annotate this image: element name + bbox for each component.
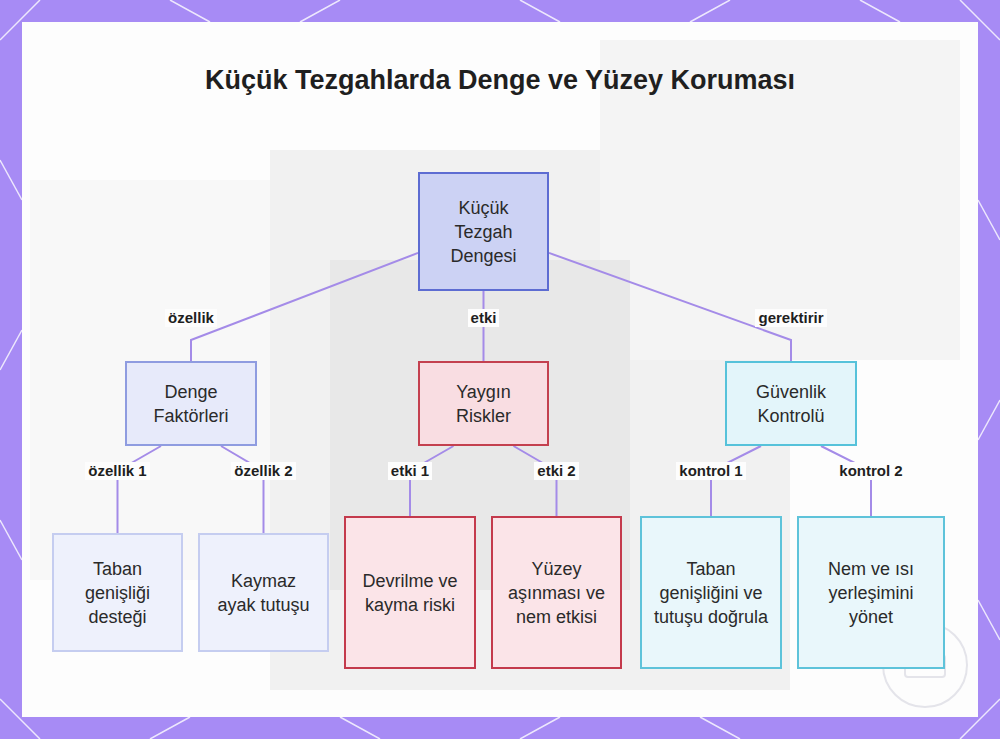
- concept-box: Güvenlik Kontrolü: [725, 361, 857, 446]
- concept-box: Nem ve ısı yerleşimini yönet: [797, 516, 945, 669]
- node-label: Nem ve ısı yerleşimini yönet: [799, 551, 943, 635]
- node-label: Devrilme ve kayma riski: [346, 563, 474, 623]
- edge-label: kontrol 2: [836, 462, 905, 480]
- concept-box: Küçük Tezgah Dengesi: [418, 172, 549, 291]
- edge-label: etki 2: [534, 462, 578, 480]
- connector-line: [410, 446, 454, 516]
- connector-line: [549, 253, 791, 361]
- concept-box: Denge Faktörleri: [125, 361, 257, 446]
- connector-line: [711, 446, 761, 516]
- node-label: Güvenlik Kontrolü: [727, 374, 855, 434]
- concept-box: Kaymaz ayak tutuşu: [198, 533, 329, 652]
- connector-line: [821, 446, 871, 516]
- node-label: Yüzey aşınması ve nem etkisi: [493, 551, 620, 635]
- concept-box: Taban genişliğini ve tutuşu doğrula: [640, 516, 782, 669]
- edge-label: gerektirir: [755, 309, 826, 327]
- connector-line: [118, 446, 162, 533]
- node-label: Yaygın Riskler: [420, 374, 547, 434]
- node-label: Taban genişliğini ve tutuşu doğrula: [642, 551, 780, 635]
- node-label: Taban genişliği desteği: [54, 551, 181, 635]
- node-label: Kaymaz ayak tutuşu: [200, 563, 327, 623]
- concept-box: Yaygın Riskler: [418, 361, 549, 446]
- edge-label: etki: [468, 309, 500, 327]
- connector-line: [221, 446, 264, 533]
- edge-label: kontrol 1: [676, 462, 745, 480]
- edge-label: etki 1: [388, 462, 432, 480]
- node-label: Küçük Tezgah Dengesi: [420, 190, 547, 274]
- connector-line: [514, 446, 557, 516]
- concept-box: Taban genişliği desteği: [52, 533, 183, 652]
- concept-box: Yüzey aşınması ve nem etkisi: [491, 516, 622, 669]
- concept-box: Devrilme ve kayma riski: [344, 516, 476, 669]
- edge-label: özellik 2: [231, 462, 295, 480]
- blurred-photo: [30, 40, 960, 690]
- diagram-title: Küçük Tezgahlarda Denge ve Yüzey Korumas…: [200, 62, 800, 98]
- white-panel: [22, 22, 978, 717]
- edge-label: özellik 1: [85, 462, 149, 480]
- connector-line: [191, 253, 418, 361]
- node-label: Denge Faktörleri: [127, 374, 255, 434]
- edge-label: özellik: [165, 309, 217, 327]
